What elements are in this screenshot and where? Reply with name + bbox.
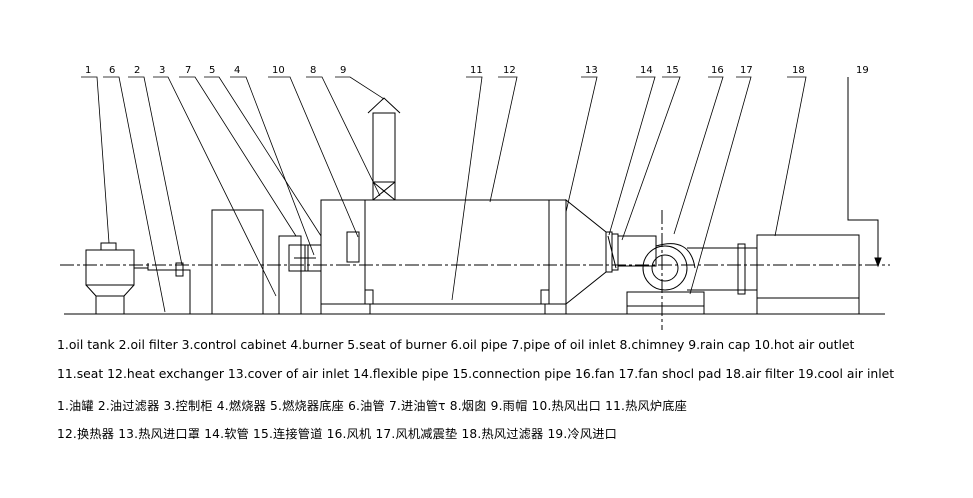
legend-chinese-line-1: 1.油罐 2.油过滤器 3.控制柜 4.燃烧器 5.燃烧器底座 6.油管 7.进… <box>57 399 688 413</box>
chimney <box>367 97 401 201</box>
fan <box>617 235 696 291</box>
callout-19: 19 <box>856 65 869 76</box>
callout-7: 7 <box>185 65 191 76</box>
legend-english-line-1: 1.oil tank 2.oil filter 3.control cabine… <box>57 337 855 352</box>
callout-15: 15 <box>666 65 679 76</box>
callout-2: 2 <box>134 65 140 76</box>
callout-12: 12 <box>503 65 516 76</box>
callout-14: 14 <box>640 65 653 76</box>
air-filter <box>756 234 860 314</box>
fan-shock-pad <box>626 291 705 314</box>
oil-filter-and-pipe <box>134 262 191 314</box>
legend-english-line-2: 11.seat 12.heat exchanger 13.cover of ai… <box>57 366 895 381</box>
oil-tank <box>85 242 135 314</box>
leader-lines <box>81 76 807 313</box>
callout-4: 4 <box>234 65 240 76</box>
callout-8: 8 <box>310 65 316 76</box>
callout-17: 17 <box>740 65 753 76</box>
callout-13: 13 <box>585 65 598 76</box>
callout-5: 5 <box>209 65 215 76</box>
callout-9: 9 <box>340 65 346 76</box>
heat-exchanger <box>320 199 567 314</box>
legend-chinese-line-2: 12.换热器 13.热风进口罩 14.软管 15.连接管道 16.风机 17.风… <box>57 427 618 441</box>
callout-18: 18 <box>792 65 805 76</box>
flexible-pipe <box>605 231 619 273</box>
callout-10: 10 <box>272 65 285 76</box>
callout-numbers: 1 6 2 3 7 5 4 10 8 9 11 12 13 14 15 16 1… <box>85 65 869 76</box>
callout-3: 3 <box>159 65 165 76</box>
hot-air-furnace-diagram: 1 6 2 3 7 5 4 10 8 9 11 12 13 14 15 16 1… <box>60 65 890 330</box>
burner <box>278 235 322 315</box>
callout-6: 6 <box>109 65 115 76</box>
control-cabinet <box>211 209 264 315</box>
connection-pipe <box>687 243 757 295</box>
cool-air-inlet-arrow <box>847 77 882 268</box>
air-inlet-cover <box>565 198 607 306</box>
callout-11: 11 <box>470 65 483 76</box>
callout-16: 16 <box>711 65 724 76</box>
callout-1: 1 <box>85 65 91 76</box>
